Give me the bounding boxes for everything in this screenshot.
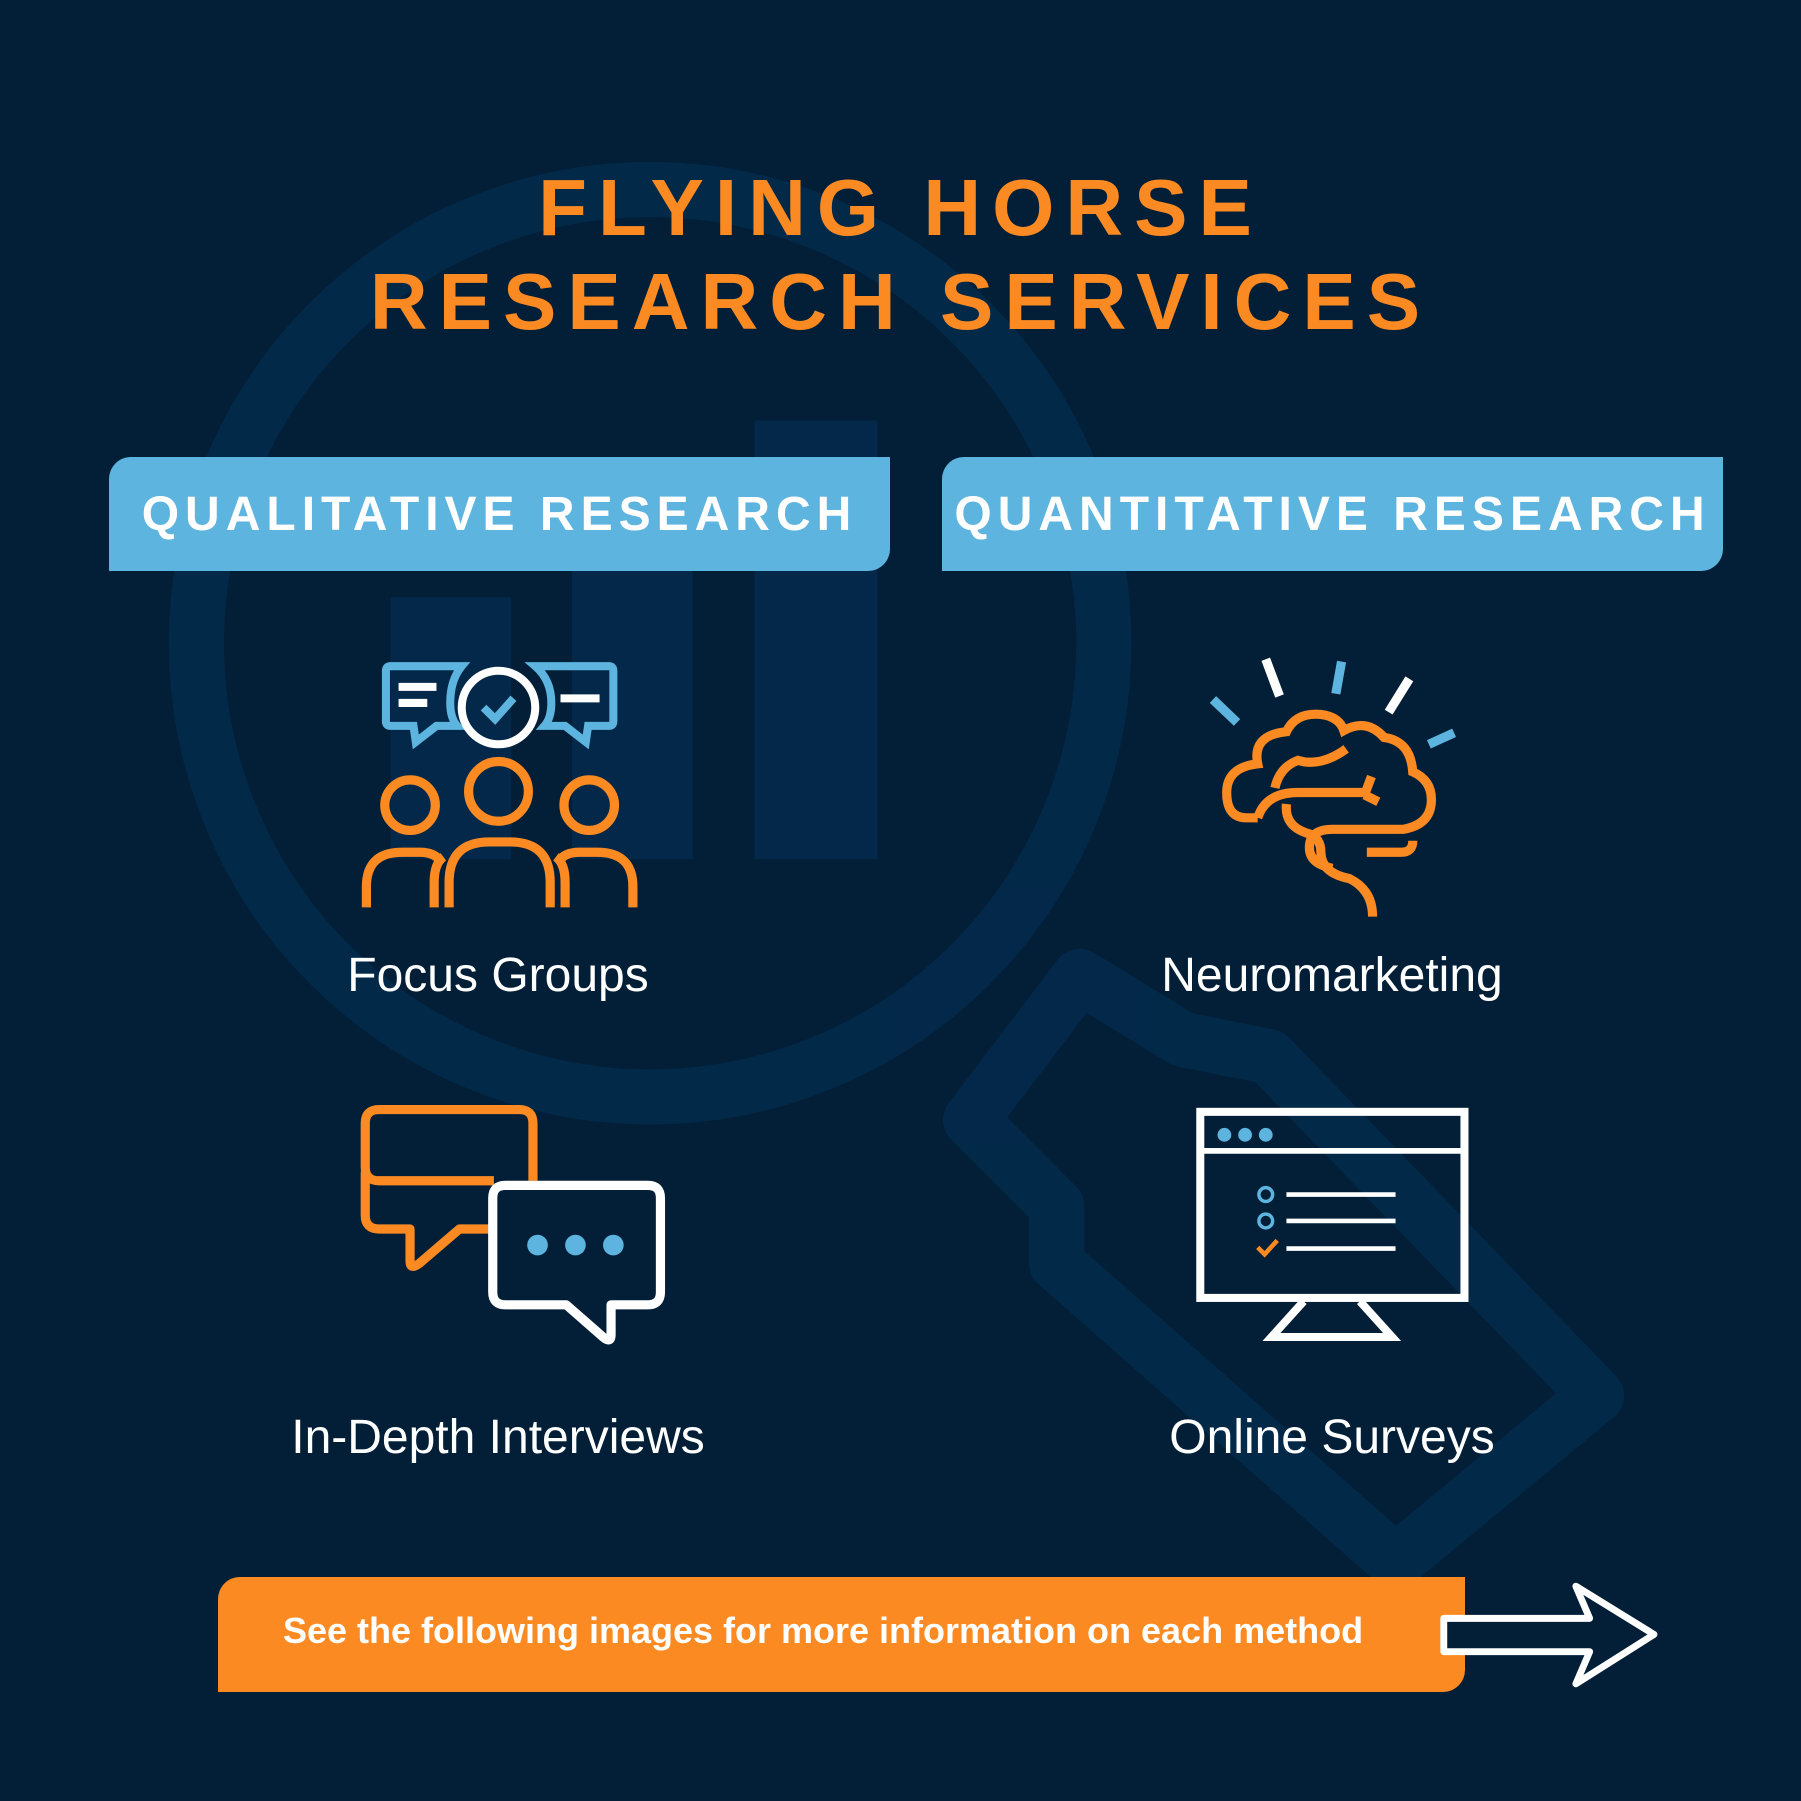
- quantitative-heading: QUANTITATIVE RESEARCH: [942, 457, 1723, 571]
- speech-bubbles-icon: [360, 1104, 666, 1345]
- in-depth-interviews-label: In-Depth Interviews: [291, 1411, 705, 1464]
- magnifier-background-icon: [168, 161, 1625, 1590]
- brain-icon: [1209, 657, 1457, 917]
- qualitative-heading: QUALITATIVE RESEARCH: [109, 457, 890, 571]
- neuromarketing-label: Neuromarketing: [1161, 949, 1503, 1002]
- focus-group-icon: [361, 662, 638, 908]
- survey-monitor-icon: [1196, 1107, 1469, 1341]
- online-surveys-label: Online Surveys: [1169, 1411, 1495, 1464]
- title-line-2: RESEARCH SERVICES: [369, 257, 1432, 346]
- cta-bar: [218, 1577, 1465, 1692]
- focus-groups-label: Focus Groups: [347, 949, 649, 1002]
- title-line-1: FLYING HORSE: [538, 163, 1263, 252]
- cta-text: See the following images for more inform…: [282, 1610, 1364, 1651]
